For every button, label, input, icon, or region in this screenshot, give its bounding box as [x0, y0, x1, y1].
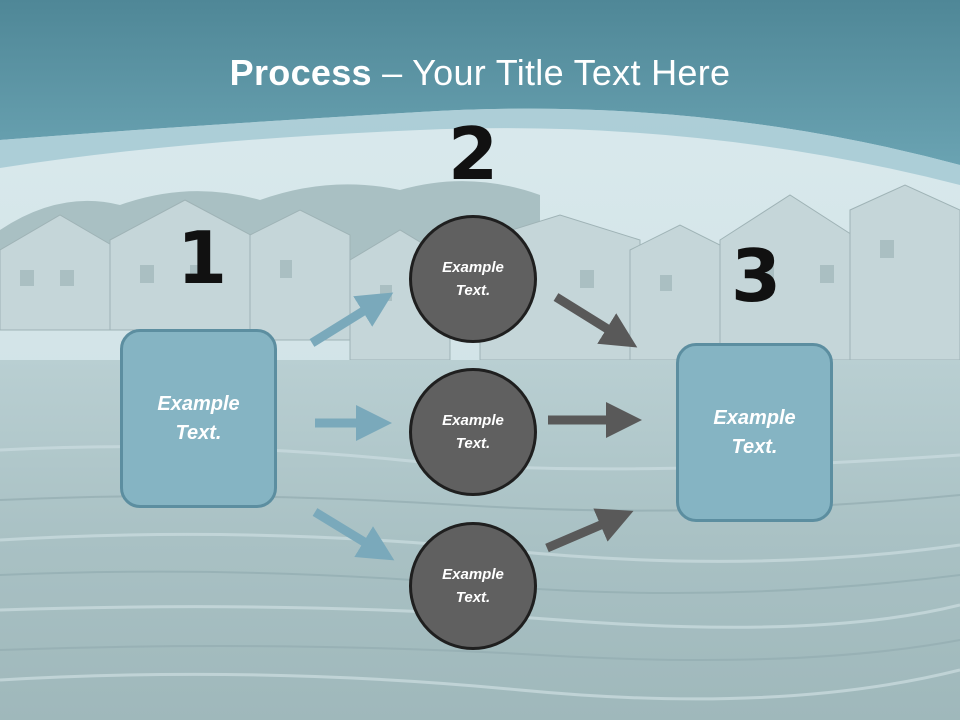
left-box-text: Example Text.	[157, 392, 240, 444]
circle-middle-text: Example Text.	[442, 412, 504, 452]
circle-top: Example Text.	[409, 215, 537, 343]
title-bold: Process	[229, 52, 372, 93]
step-number-1: 1	[177, 216, 228, 300]
circle-top-text: Example Text.	[442, 259, 504, 299]
arrow-circle-top-to-box	[553, 293, 638, 348]
arrow-box-to-circle-bottom	[312, 508, 395, 561]
arrow-box-to-circle-top	[309, 292, 394, 347]
title-rest: – Your Title Text Here	[371, 52, 731, 93]
circle-bottom: Example Text.	[409, 522, 537, 650]
step-number-2: 2	[448, 112, 499, 196]
right-box-text: Example Text.	[713, 406, 796, 458]
left-box: Example Text.	[120, 329, 277, 508]
arrow-circle-bottom-to-box	[545, 508, 634, 553]
right-box: Example Text.	[676, 343, 833, 522]
circle-middle: Example Text.	[409, 368, 537, 496]
step-number-3: 3	[731, 234, 782, 318]
circle-bottom-text: Example Text.	[442, 566, 504, 606]
slide-title: Process – Your Title Text Here	[0, 52, 960, 94]
